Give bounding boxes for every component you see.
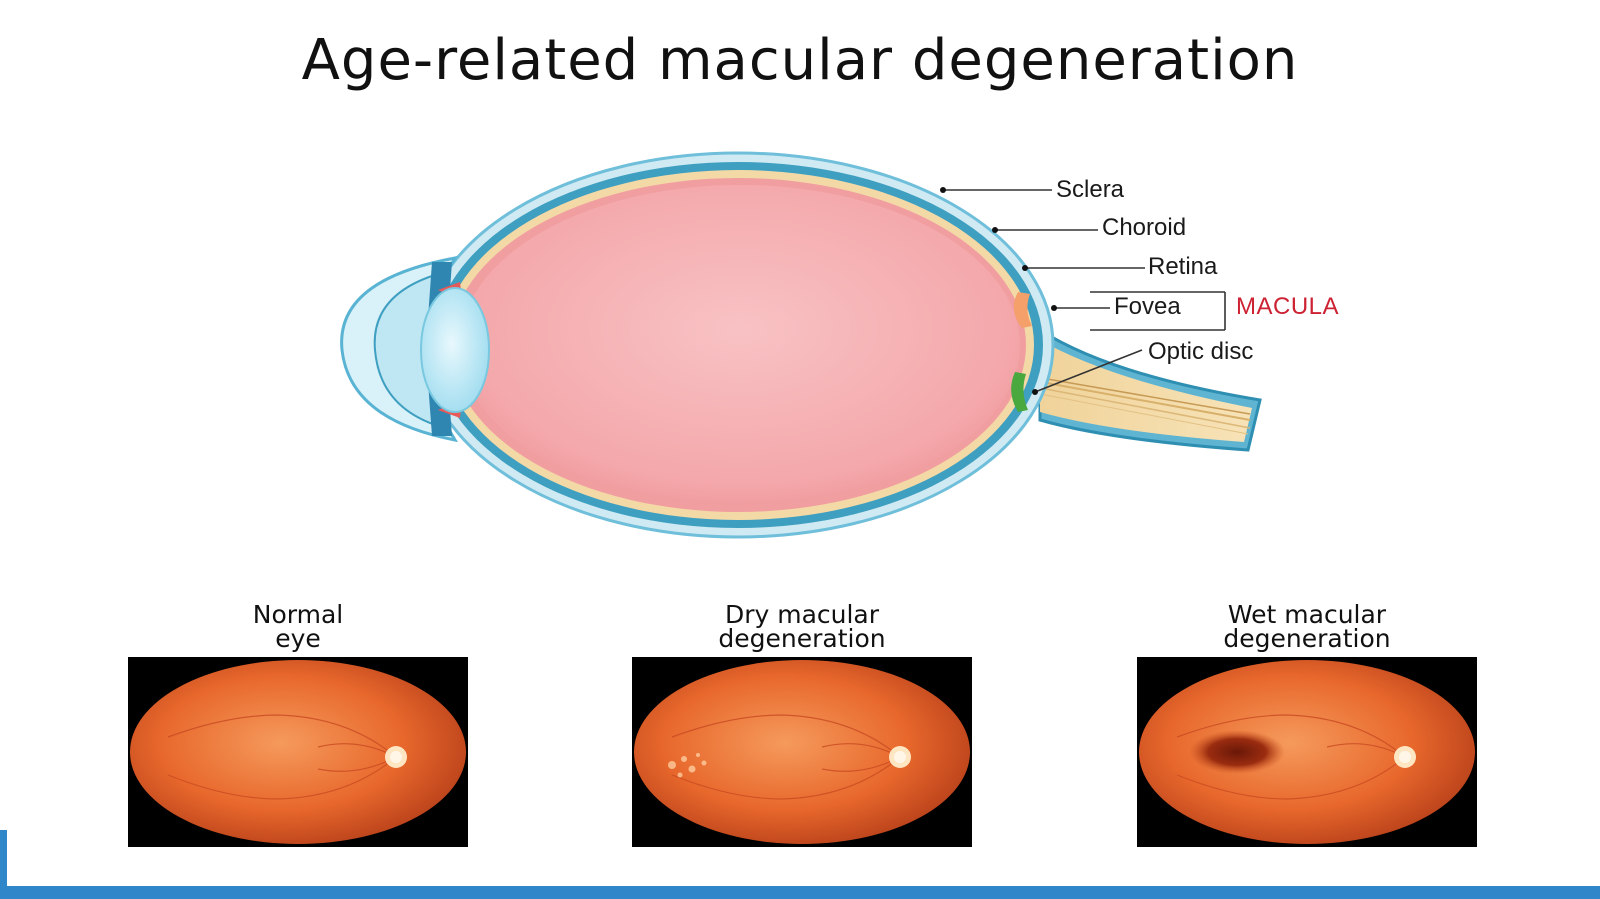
caption-wet-amd: Wet macular degeneration (1223, 600, 1391, 653)
eye-cross-section-diagram (340, 151, 1262, 539)
bottom-accent-bar (0, 886, 1600, 899)
lens (420, 287, 490, 413)
left-accent-bar (0, 830, 7, 890)
optic-disc (1011, 372, 1028, 412)
fundus-image-wet-amd (1137, 657, 1477, 847)
caption-dry-amd: Dry macular degeneration (718, 600, 886, 653)
macula-region (1013, 292, 1032, 328)
label-sclera: Sclera (1056, 176, 1125, 203)
page-title: Age-related macular degeneration (301, 28, 1299, 93)
vitreous-body (460, 185, 1020, 505)
label-choroid: Choroid (1102, 214, 1187, 241)
label-retina: Retina (1148, 253, 1218, 280)
caption-normal-eye: Normal eye (252, 600, 344, 653)
label-optic-disc: Optic disc (1148, 338, 1254, 365)
optic-nerve (1029, 327, 1262, 452)
label-macula: MACULA (1236, 293, 1340, 320)
label-fovea: Fovea (1114, 293, 1181, 320)
leader-lines (943, 189, 1226, 393)
fundus-image-dry-amd (632, 657, 972, 847)
fundus-image-normal (128, 657, 468, 847)
leader-dots (940, 187, 1057, 395)
